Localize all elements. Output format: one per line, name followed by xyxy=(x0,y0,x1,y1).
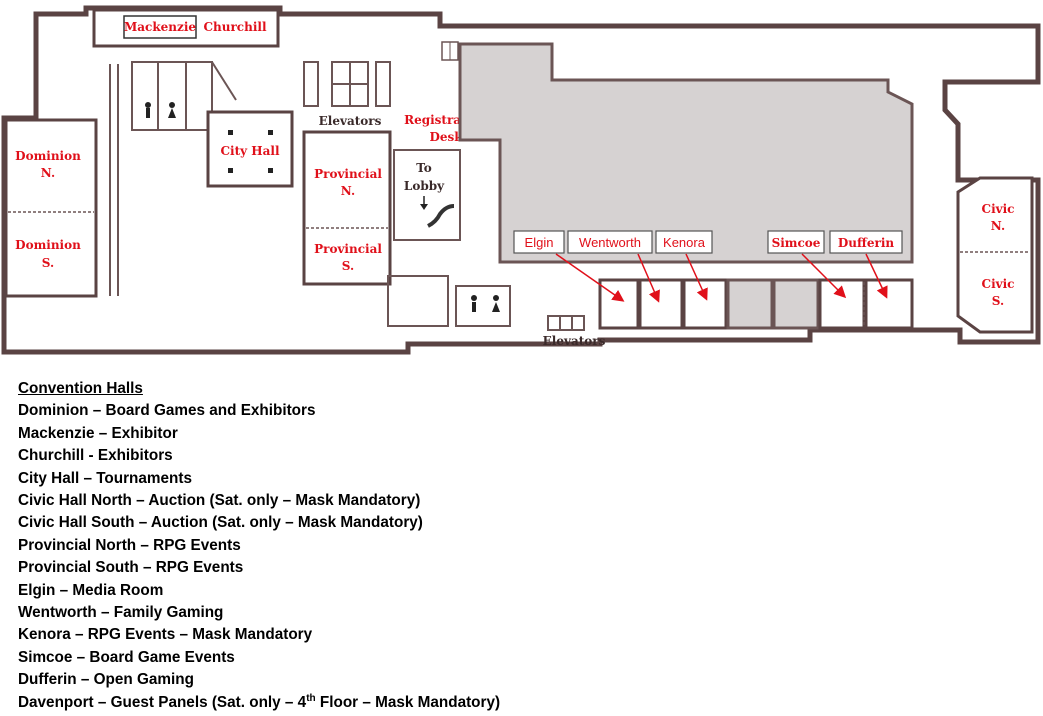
legend-item: Mackenzie – Exhibitor xyxy=(18,424,178,442)
provincial-n-label-2: N. xyxy=(341,184,355,198)
city-hall xyxy=(206,110,294,188)
storage-room-2 xyxy=(772,278,820,330)
legend-item: Wentworth – Family Gaming xyxy=(18,604,224,622)
davenport-superscript: th xyxy=(306,692,316,704)
simcoe-callout-box xyxy=(767,230,825,254)
legend-item: Elgin – Media Room xyxy=(18,581,164,599)
legend-item: Simcoe – Board Game Events xyxy=(18,648,235,666)
legend-item: Dominion – Board Games and Exhibitors xyxy=(18,402,316,420)
dominion-n-label-1: Dominion xyxy=(15,149,81,163)
dufferin-arrow xyxy=(865,253,888,299)
kenora-callout: Kenora xyxy=(663,235,706,250)
mackenzie-label: Mackenzie xyxy=(124,20,196,34)
legend-item-davenport: Davenport – Guest Panels (Sat. only – 4t… xyxy=(18,692,1018,714)
simcoe-room xyxy=(818,278,866,330)
legend-item: Churchill - Exhibitors xyxy=(18,447,173,465)
davenport-text-after: Floor – Mask Mandatory) xyxy=(315,693,501,711)
wentworth-arrow xyxy=(637,253,660,303)
dominion-hall xyxy=(4,118,98,298)
washroom-left xyxy=(131,61,213,131)
escalator-icon xyxy=(427,204,455,228)
registration-label-2: Desk xyxy=(429,130,463,144)
elevators-top-label: Elevators xyxy=(319,114,382,128)
city-hall-label: City Hall xyxy=(220,144,279,158)
floor-plan: Mackenzie Churchill Dominion N. Dominion… xyxy=(1,5,1041,355)
dominion-n-label-2: N. xyxy=(41,166,55,180)
legend-item: Civic Hall North – Auction (Sat. only – … xyxy=(18,492,421,510)
legend-item: Kenora – RPG Events – Mask Mandatory xyxy=(18,626,313,644)
dominion-s-label-1: Dominion xyxy=(15,238,81,252)
men-washroom-icon-2 xyxy=(471,295,477,301)
kenora-callout-box xyxy=(655,230,713,254)
civic-n-label-2: N. xyxy=(991,219,1005,233)
dufferin-callout: Dufferin xyxy=(838,236,894,250)
elevators-bottom-label: Elevators xyxy=(543,334,606,348)
women-washroom-icon-2 xyxy=(493,295,499,301)
wentworth-callout-box xyxy=(567,230,653,254)
civic-n-label-1: Civic xyxy=(982,202,1015,216)
provincial-s-label-1: Provincial xyxy=(314,242,382,256)
to-lobby-label-2: Lobby xyxy=(404,179,445,193)
dominion-s-label-2: S. xyxy=(42,256,54,270)
churchill-label: Churchill xyxy=(203,20,266,34)
storage-room-1 xyxy=(726,278,774,330)
men-washroom-icon xyxy=(145,102,151,108)
legend-item: Provincial South – RPG Events xyxy=(18,559,244,577)
to-lobby-label-1: To xyxy=(416,161,432,175)
legend-heading: Convention Halls xyxy=(18,380,143,397)
legend: Convention Halls Dominion – Board Games … xyxy=(18,378,1018,714)
legend-item: City Hall – Tournaments xyxy=(18,469,192,487)
kenora-arrow xyxy=(685,253,708,301)
elgin-room xyxy=(598,278,640,330)
elgin-callout-box xyxy=(513,230,565,254)
mackenzie-label-box xyxy=(123,15,197,39)
elgin-callout: Elgin xyxy=(525,235,554,250)
kenora-room xyxy=(682,278,728,330)
to-lobby-area xyxy=(393,149,461,241)
simcoe-callout: Simcoe xyxy=(772,236,821,250)
civic-s-label-2: S. xyxy=(992,294,1004,308)
provincial-hall xyxy=(302,130,392,286)
legend-item: Civic Hall South – Auction (Sat. only – … xyxy=(18,514,423,532)
provincial-s-label-2: S. xyxy=(342,259,354,273)
civic-s-label-1: Civic xyxy=(982,277,1015,291)
legend-item: Dufferin – Open Gaming xyxy=(18,671,194,689)
washroom-bottom xyxy=(455,285,511,327)
dufferin-callout-box xyxy=(829,230,903,254)
civic-hall xyxy=(956,176,1034,334)
wentworth-callout: Wentworth xyxy=(579,235,641,250)
wentworth-room xyxy=(638,278,684,330)
elgin-arrow xyxy=(555,253,625,302)
dufferin-room xyxy=(864,278,914,330)
provincial-n-label-1: Provincial xyxy=(314,167,382,181)
legend-item: Provincial North – RPG Events xyxy=(18,536,241,554)
women-washroom-icon xyxy=(169,102,175,108)
simcoe-arrow xyxy=(801,253,847,299)
davenport-text-before: Davenport – Guest Panels (Sat. only – 4 xyxy=(18,693,307,711)
main-exhibit-hall xyxy=(458,42,914,264)
